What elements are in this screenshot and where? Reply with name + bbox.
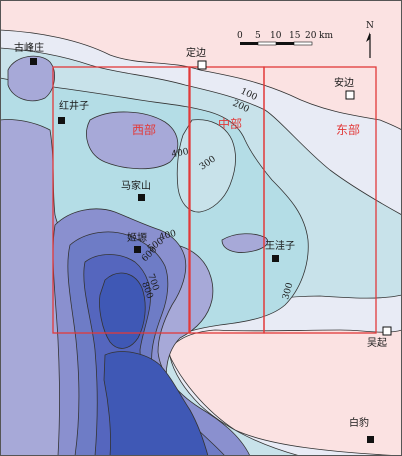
town-hongjingzi: 红井子: [58, 99, 89, 124]
scale-bar-segment-3: [276, 42, 294, 45]
region-label-central: 中部: [218, 116, 242, 131]
town-dingbian: 定边: [186, 46, 207, 70]
contour-zone-400-guyizhuang: [7, 55, 55, 102]
contour-label-300-east: 300: [281, 281, 295, 300]
town-label-dingbian: 定边: [186, 46, 206, 59]
region-west-border: [52, 66, 191, 334]
scale-bar: 0 5 10 15 20 km: [237, 31, 333, 46]
town-majiashan: 马家山: [121, 179, 151, 201]
town-yuanyuan: 姬塬: [127, 231, 147, 253]
town-wangwazi: 王洼子: [265, 239, 295, 262]
town-baobao: 白豹: [349, 416, 374, 443]
scale-tick-15: 15: [289, 31, 301, 41]
town-marker-filled: [58, 117, 65, 124]
region-label-west: 西部: [132, 122, 156, 137]
scale-tick-5: 5: [255, 31, 261, 41]
town-label-majiashan: 马家山: [121, 179, 151, 192]
town-label-yuanyuan: 姬塬: [127, 231, 147, 244]
town-label-wangwazi: 王洼子: [265, 239, 295, 252]
town-label-guyizhuang: 古峰庄: [14, 41, 44, 54]
scale-bar-segment-4: [293, 41, 313, 46]
town-label-baobao: 白豹: [349, 416, 369, 429]
town-marker-open: [197, 60, 207, 70]
scale-bar-segment-1: [240, 42, 258, 45]
town-label-hongjingzi: 红井子: [59, 99, 89, 112]
town-marker-filled: [30, 58, 37, 65]
contour-zone-800: [99, 272, 146, 349]
town-label-wuqi: 吴起: [367, 337, 387, 349]
contour-zone-400-west: [86, 111, 179, 170]
town-marker-filled: [134, 246, 141, 253]
town-marker-filled: [138, 194, 145, 201]
town-guyizhuang: 古峰庄: [14, 41, 44, 65]
scale-bar-segment-2: [257, 41, 277, 46]
scale-unit: km: [319, 31, 333, 41]
contour-label-400-south: 400: [158, 229, 177, 243]
town-label-anbian: 安边: [334, 76, 354, 89]
town-marker-filled: [367, 436, 374, 443]
town-marker-filled: [272, 255, 279, 262]
scale-tick-20: 20: [305, 31, 317, 41]
region-east-border: [263, 66, 377, 334]
scale-tick-10: 10: [270, 31, 282, 41]
north-arrow-head: [366, 32, 370, 42]
contour-zone-300-inner: [176, 119, 236, 213]
scale-tick-0: 0: [237, 31, 243, 41]
town-marker-open: [382, 326, 392, 336]
town-wuqi: 吴起: [367, 326, 392, 349]
region-label-east: 东部: [336, 122, 360, 137]
town-marker-open: [345, 90, 355, 100]
contour-label-400-west: 400: [171, 147, 190, 160]
town-anbian: 安边: [334, 76, 355, 100]
north-label: N: [366, 21, 374, 31]
contour-zone-800-south: [103, 351, 209, 456]
north-arrow: N: [366, 21, 374, 58]
